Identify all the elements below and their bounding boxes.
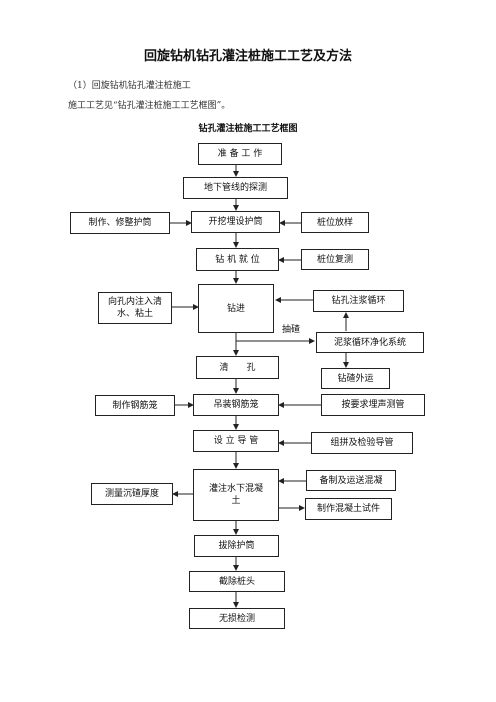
step-prep: 准 备 工 作 bbox=[198, 143, 282, 165]
left-make-cage: 制作钢筋笼 bbox=[95, 395, 175, 416]
right-pile-layout: 桩位放样 bbox=[301, 212, 369, 233]
right-slag-out: 钻碴外运 bbox=[321, 368, 390, 389]
flowchart-title: 钻孔灌注桩施工工艺框图 bbox=[198, 124, 298, 134]
step-ndt: 无损检测 bbox=[189, 608, 285, 629]
step-remove-casing: 拔除护筒 bbox=[194, 535, 279, 557]
left-measure-sediment: 测量沉碴厚度 bbox=[91, 483, 173, 505]
step-rig-position: 钻 机 就 位 bbox=[196, 248, 279, 271]
right-mud-purify: 泥浆循环净化系统 bbox=[316, 332, 424, 353]
right-mud-circulation: 钻孔注浆循环 bbox=[313, 290, 404, 312]
right-sonic-pipe: 按要求埋声测管 bbox=[321, 394, 425, 416]
right-pile-recheck: 桩位复测 bbox=[301, 249, 369, 270]
step-pour-concrete: 灌注水下混凝土 bbox=[193, 469, 279, 521]
section-heading: （1）回旋钻机钻孔灌注桩施工 bbox=[68, 81, 191, 91]
step-casing: 开挖埋设护筒 bbox=[191, 211, 280, 233]
step-drill: 钻进 bbox=[198, 284, 274, 333]
label-pump-slag: 抽碴 bbox=[282, 325, 301, 335]
right-concrete-sample: 制作混凝土试件 bbox=[305, 498, 392, 520]
document-title: 回旋钻机钻孔灌注桩施工工艺及方法 bbox=[143, 49, 352, 64]
step-set-conduit: 设 立 导 管 bbox=[193, 430, 279, 452]
step-cut-pile-head: 截除桩头 bbox=[189, 571, 285, 592]
step-hoist-cage: 吊装钢筋笼 bbox=[193, 394, 279, 416]
step-clean-hole: 清 孔 bbox=[196, 356, 279, 379]
step-pipeline-detect: 地下管线的探测 bbox=[183, 177, 288, 199]
right-conduit-test: 组拼及检验导管 bbox=[311, 432, 413, 454]
right-concrete-prep: 备制及运送混凝 bbox=[306, 470, 396, 491]
intro-text: 施工工艺见“钻孔灌注桩施工工艺框图”。 bbox=[68, 101, 231, 111]
left-make-casing: 制作、修整护筒 bbox=[70, 212, 170, 234]
left-inject-water-clay: 向孔内注入清水、粘土 bbox=[98, 292, 172, 324]
